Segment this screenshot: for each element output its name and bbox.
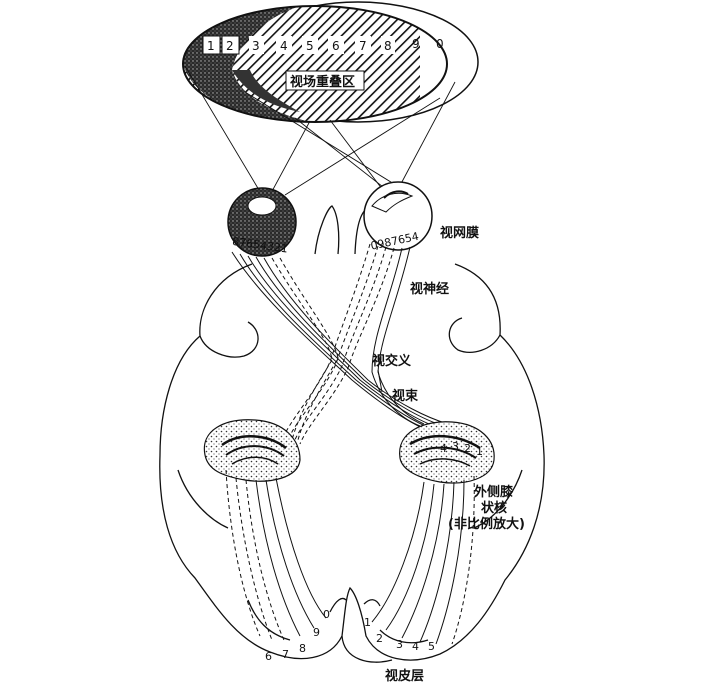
right-optic-radiation — [371, 475, 475, 645]
lgn-label-line3: (非比例放大) — [448, 516, 525, 532]
left-cortex-numbers: 6 7 8 9 0 — [265, 608, 330, 663]
field-number: 7 — [359, 39, 367, 53]
right-eye: 0987654 — [363, 181, 433, 253]
brain-outline — [159, 205, 545, 663]
lgn-number: 2 — [464, 442, 471, 455]
field-number: 2 — [226, 39, 234, 53]
field-number: 3 — [252, 39, 260, 53]
cortex-number: 3 — [396, 638, 403, 651]
field-number: 4 — [280, 39, 288, 53]
field-number: 5 — [306, 39, 314, 53]
overlap-zone-label: 视场重叠区 — [290, 74, 355, 90]
field-numbers: 1 2 3 4 5 6 7 8 9 0 — [202, 35, 444, 55]
optic-tract-label: 视束 — [392, 388, 419, 404]
visual-field: 1 2 3 4 5 6 7 8 9 0 视场重叠区 — [182, 1, 479, 123]
cortex-number: 9 — [313, 626, 320, 639]
right-lgn: 4 3 2 1 — [399, 421, 495, 484]
left-lgn — [203, 419, 301, 482]
retina-label: 视网膜 — [440, 225, 479, 241]
field-number: 6 — [332, 39, 340, 53]
field-number: 8 — [384, 39, 392, 53]
chiasm-pointer — [377, 369, 383, 393]
field-number: 9 — [412, 37, 420, 51]
field-number: 1 — [207, 39, 215, 53]
left-field-ellipse — [182, 5, 448, 123]
lgn-number: 4 — [440, 442, 447, 455]
cortex-number: 6 — [265, 650, 272, 663]
cortex-number: 5 — [428, 640, 435, 653]
optic-chiasm-label: 视交义 — [372, 353, 412, 369]
cortex-number: 8 — [299, 642, 306, 655]
field-number: 0 — [436, 37, 444, 51]
visual-cortex-label: 视皮层 — [385, 668, 424, 684]
cortex-number: 0 — [323, 608, 330, 621]
left-optic-radiation — [225, 469, 327, 641]
left-eye-fibers — [231, 251, 449, 441]
lgn-label-line1: 外侧膝 — [473, 484, 514, 500]
right-cortex-numbers: 1 2 3 4 5 — [364, 616, 435, 653]
cortex-number: 4 — [412, 640, 419, 653]
right-eye-fibers — [281, 243, 425, 445]
optic-nerve-label: 视神经 — [410, 281, 449, 297]
left-eye: 87654321 — [227, 187, 297, 257]
lgn-number: 1 — [476, 445, 483, 458]
lgn-label-line2: 状核 — [481, 500, 507, 516]
lgn-number: 3 — [452, 440, 459, 453]
cortex-number: 7 — [282, 648, 289, 661]
cortex-number: 2 — [376, 632, 383, 645]
cortex-number: 1 — [364, 616, 371, 629]
